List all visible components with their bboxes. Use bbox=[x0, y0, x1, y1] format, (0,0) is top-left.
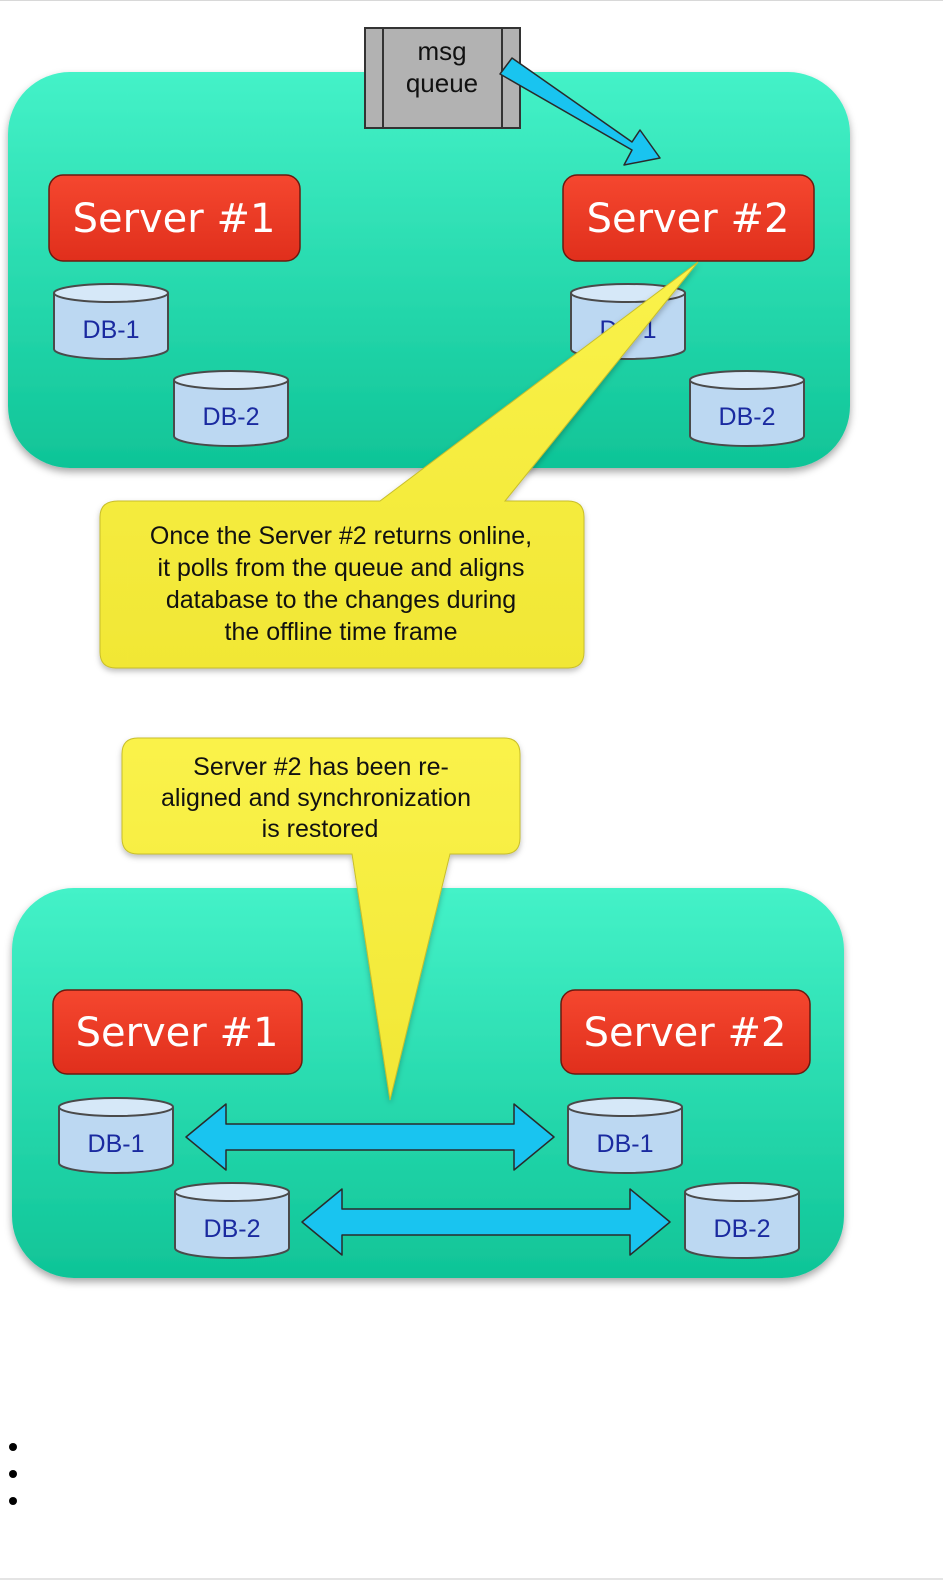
top-server-2-label: Server #2 bbox=[587, 196, 790, 242]
bottom-server-2-db-1: DB-1 bbox=[567, 1097, 683, 1174]
top-cluster-panel bbox=[8, 72, 850, 468]
top-callout bbox=[99, 261, 699, 669]
bottom-server-1-label: Server #1 bbox=[76, 1010, 279, 1056]
top-server-1-db-2: DB-2 bbox=[173, 370, 289, 447]
bottom-server-1-db-2-label: DB-2 bbox=[204, 1215, 261, 1243]
bottom-server-2-label: Server #2 bbox=[584, 1010, 787, 1056]
db-1-sync-arrow-icon bbox=[185, 1103, 555, 1171]
bottom-server-2: Server #2 bbox=[560, 989, 811, 1075]
top-server-2-db-2-label: DB-2 bbox=[719, 403, 776, 431]
bottom-cluster-panel bbox=[12, 888, 844, 1278]
top-callout-line-4: the offline time frame bbox=[225, 618, 458, 646]
db-2-sync-arrow-icon bbox=[301, 1188, 671, 1256]
bottom-server-2-db-2: DB-2 bbox=[684, 1182, 800, 1259]
top-server-1: Server #1 bbox=[48, 174, 301, 262]
bullet-dot-icon bbox=[9, 1470, 17, 1478]
top-callout-line-1: Once the Server #2 returns online, bbox=[150, 522, 532, 550]
top-server-2-db-2: DB-2 bbox=[689, 370, 805, 447]
bottom-server-2-db-2-label: DB-2 bbox=[714, 1215, 771, 1243]
bottom-server-1-db-1-label: DB-1 bbox=[88, 1130, 145, 1158]
top-server-1-db-1-label: DB-1 bbox=[83, 316, 140, 344]
top-callout-line-3: database to the changes during bbox=[166, 586, 516, 614]
bottom-server-1-db-2: DB-2 bbox=[174, 1182, 290, 1259]
top-server-1-db-2-label: DB-2 bbox=[203, 403, 260, 431]
queue-label-line1: msg bbox=[417, 36, 466, 66]
bottom-callout bbox=[121, 737, 521, 1101]
top-server-2: Server #2 bbox=[562, 174, 815, 262]
bottom-divider bbox=[0, 1578, 943, 1580]
bullet-dot-icon bbox=[9, 1497, 17, 1505]
replication-diagram: msg queue Server #1 Server #2 DB-1 DB-2 … bbox=[8, 27, 850, 1278]
message-queue-icon: msg queue bbox=[364, 27, 521, 129]
bottom-server-2-db-1-label: DB-1 bbox=[597, 1130, 654, 1158]
top-server-1-label: Server #1 bbox=[73, 196, 276, 242]
bottom-callout-line-1: Server #2 has been re- bbox=[193, 753, 449, 781]
top-divider bbox=[0, 0, 943, 1]
queue-label-line2: queue bbox=[406, 68, 478, 98]
bottom-callout-line-3: is restored bbox=[262, 815, 379, 843]
bottom-server-1: Server #1 bbox=[52, 989, 303, 1075]
top-server-1-db-1: DB-1 bbox=[53, 283, 169, 360]
bullet-dot-icon bbox=[9, 1443, 17, 1451]
bottom-callout-line-2: aligned and synchronization bbox=[161, 784, 471, 812]
queue-to-server-arrow-icon bbox=[499, 57, 661, 166]
top-callout-line-2: it polls from the queue and aligns bbox=[158, 554, 525, 582]
bottom-server-1-db-1: DB-1 bbox=[58, 1097, 174, 1174]
